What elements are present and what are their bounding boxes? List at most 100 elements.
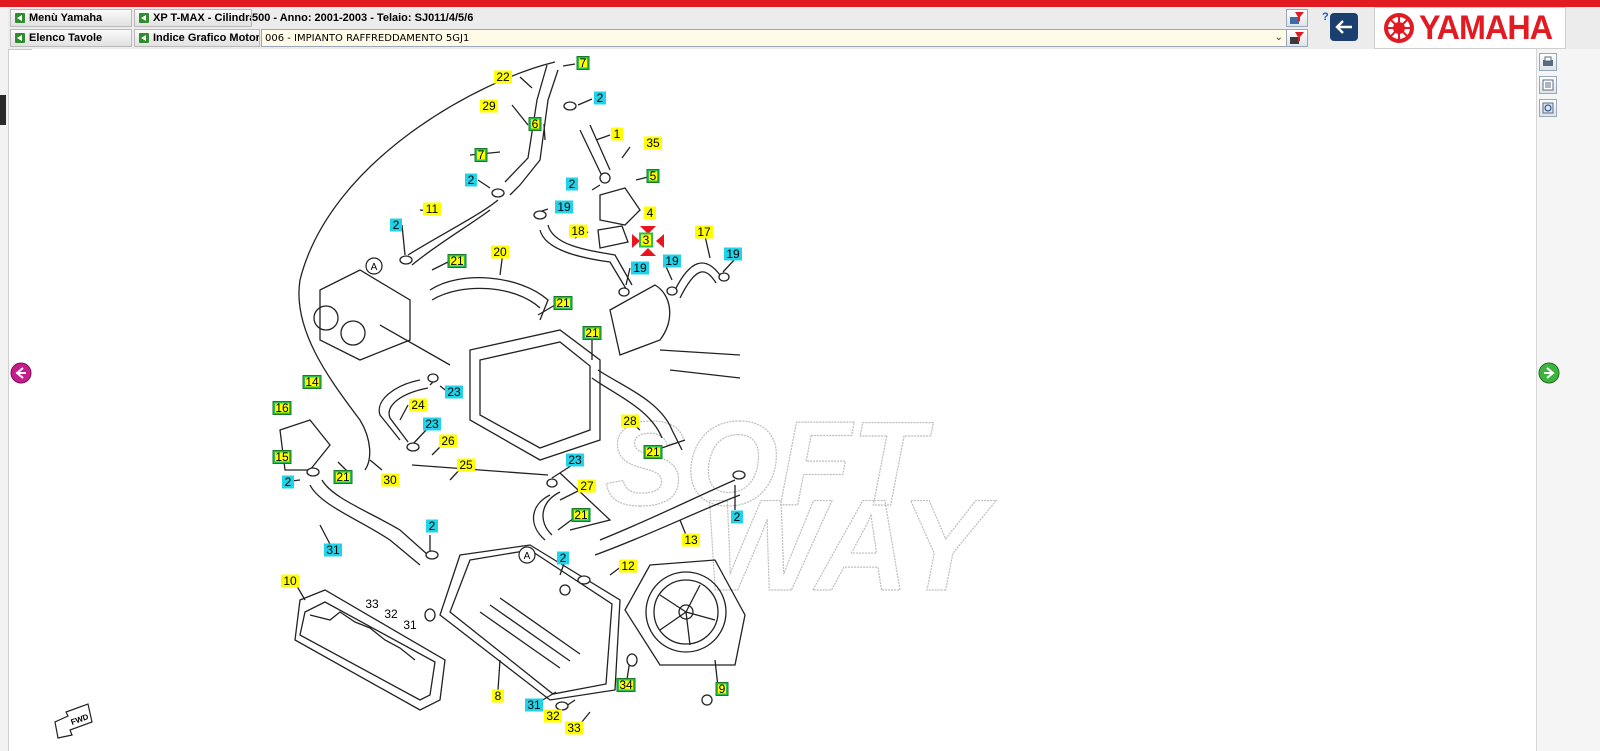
- menu-yamaha-button[interactable]: Menù Yamaha: [10, 9, 132, 27]
- callout-28[interactable]: 28: [621, 414, 639, 428]
- callout-15[interactable]: 15: [272, 450, 292, 464]
- callout-17[interactable]: 17: [695, 225, 713, 239]
- callout-2[interactable]: 2: [282, 475, 294, 489]
- callout-number: 2: [429, 519, 436, 533]
- callout-2[interactable]: 2: [390, 218, 402, 232]
- callout-number: 21: [585, 326, 599, 340]
- callout-19[interactable]: 19: [663, 254, 681, 268]
- callout-number: 21: [336, 470, 350, 484]
- callout-35[interactable]: 35: [644, 136, 662, 150]
- callout-2[interactable]: 2: [731, 510, 743, 524]
- callout-8[interactable]: 8: [492, 689, 504, 703]
- back-button[interactable]: [1330, 13, 1358, 41]
- callout-2[interactable]: 2: [566, 177, 578, 191]
- callout-16[interactable]: 16: [272, 401, 292, 415]
- callout-7[interactable]: 7: [576, 56, 590, 70]
- callout-10[interactable]: 10: [281, 574, 299, 588]
- callout-14[interactable]: 14: [302, 375, 322, 389]
- callout-4[interactable]: 4: [644, 206, 656, 220]
- print-button[interactable]: [1539, 53, 1557, 71]
- callout-20[interactable]: 20: [491, 245, 509, 259]
- callout-2[interactable]: 2: [426, 519, 438, 533]
- callout-2[interactable]: 2: [465, 173, 477, 187]
- callout-22[interactable]: 22: [494, 70, 512, 84]
- callout-number: 12: [621, 559, 635, 573]
- callout-11[interactable]: 11: [423, 202, 441, 216]
- filter-icon: [1290, 12, 1304, 24]
- callout-number: 7: [580, 56, 587, 70]
- callout-23[interactable]: 23: [445, 385, 463, 399]
- zoom-icon: [1542, 102, 1554, 114]
- help-icon[interactable]: ?: [1322, 11, 1329, 23]
- parts-diagram-area: SOFT WAY: [32, 49, 1536, 751]
- right-toolbar: [1536, 49, 1600, 751]
- elenco-tavole-button[interactable]: Elenco Tavole: [10, 29, 132, 47]
- callout-19[interactable]: 19: [724, 247, 742, 261]
- callout-33[interactable]: 33: [565, 721, 583, 735]
- zoom-button[interactable]: [1539, 99, 1557, 117]
- callout-21[interactable]: 21: [333, 470, 353, 484]
- green-arrow-icon: [139, 13, 149, 23]
- callout-number: 18: [571, 224, 585, 238]
- filter-grid-button[interactable]: [1286, 9, 1308, 27]
- callout-34[interactable]: 34: [616, 678, 636, 692]
- reference-a-markers: A A: [365, 257, 536, 564]
- model-button[interactable]: XP T-MAX - Cilindrata:: [134, 9, 252, 27]
- callout-26[interactable]: 26: [439, 434, 457, 448]
- callout-1[interactable]: 1: [611, 127, 623, 141]
- list-button[interactable]: [1539, 76, 1557, 94]
- menu-yamaha-label: Menù Yamaha: [29, 12, 103, 24]
- callout-number: 23: [447, 385, 461, 399]
- callout-2[interactable]: 2: [557, 551, 569, 565]
- callout-number: 20: [493, 245, 507, 259]
- callout-number: 25: [459, 458, 473, 472]
- callout-number: 27: [580, 479, 594, 493]
- callout-32[interactable]: 32: [384, 607, 398, 621]
- callout-24[interactable]: 24: [409, 398, 427, 412]
- callout-32[interactable]: 32: [544, 709, 562, 723]
- filter-list-icon: [1290, 32, 1304, 44]
- table-select[interactable]: 006 - IMPIANTO RAFFREDDAMENTO 5GJ1 ⌄: [261, 29, 1288, 47]
- callout-21[interactable]: 21: [447, 254, 467, 268]
- previous-page-arrow-icon[interactable]: [10, 362, 32, 384]
- callout-7[interactable]: 7: [474, 148, 488, 162]
- callout-12[interactable]: 12: [619, 559, 637, 573]
- next-page-arrow-icon[interactable]: [1538, 362, 1560, 384]
- callout-2[interactable]: 2: [594, 91, 606, 105]
- callout-21[interactable]: 21: [643, 445, 663, 459]
- callout-number: 21: [450, 254, 464, 268]
- callout-number: 19: [557, 200, 571, 214]
- callout-number: 28: [623, 414, 637, 428]
- callout-6[interactable]: 6: [528, 117, 542, 131]
- callout-9[interactable]: 9: [715, 682, 729, 696]
- callout-29[interactable]: 29: [480, 99, 498, 113]
- callout-number: 2: [285, 475, 292, 489]
- chevron-down-icon: ⌄: [1274, 32, 1283, 43]
- callout-25[interactable]: 25: [457, 458, 475, 472]
- callout-23[interactable]: 23: [423, 417, 441, 431]
- callout-21[interactable]: 21: [571, 508, 591, 522]
- callout-13[interactable]: 13: [682, 533, 700, 547]
- callout-27[interactable]: 27: [578, 479, 596, 493]
- callout-number: 1: [614, 127, 621, 141]
- callout-18[interactable]: 18: [569, 224, 587, 238]
- callout-31[interactable]: 31: [525, 698, 543, 712]
- callout-3[interactable]: 3: [639, 232, 653, 248]
- filter-list-button[interactable]: [1286, 29, 1308, 47]
- callout-number: 19: [726, 247, 740, 261]
- callout-31[interactable]: 31: [403, 618, 417, 632]
- callout-19[interactable]: 19: [555, 200, 573, 214]
- callout-5[interactable]: 5: [646, 169, 660, 183]
- callout-30[interactable]: 30: [381, 473, 399, 487]
- callout-number: 21: [556, 296, 570, 310]
- top-toolbar: Menù Yamaha Elenco Tavole XP T-MAX - Cil…: [8, 7, 1600, 50]
- callout-21[interactable]: 21: [553, 296, 573, 310]
- callout-23[interactable]: 23: [566, 453, 584, 467]
- callout-number: 33: [365, 597, 379, 611]
- callout-31[interactable]: 31: [324, 543, 342, 557]
- callout-number: 2: [597, 91, 604, 105]
- callout-33[interactable]: 33: [365, 597, 379, 611]
- callout-19[interactable]: 19: [631, 261, 649, 275]
- callout-21[interactable]: 21: [582, 326, 602, 340]
- indice-grafico-button[interactable]: Indice Grafico Motore: [134, 29, 260, 47]
